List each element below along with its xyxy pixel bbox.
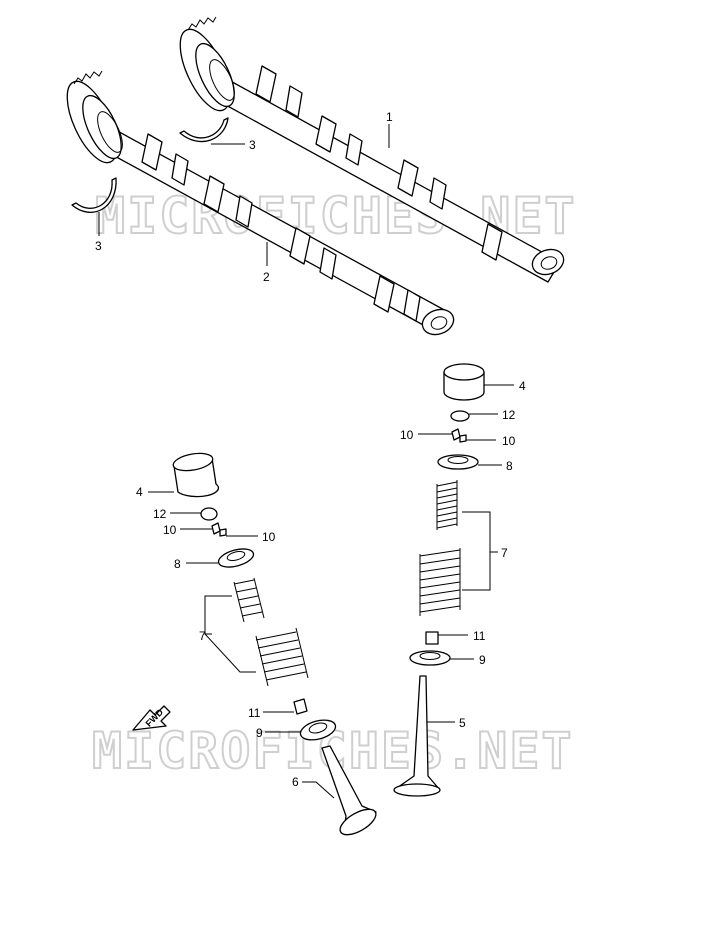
callout-labels: 1 2 3 3 4 12 10 10 8 7 11 9 5 4 12 10 10… bbox=[95, 110, 526, 789]
callout-11-right: 11 bbox=[473, 629, 486, 643]
callout-10-right-right: 10 bbox=[502, 434, 516, 448]
camshaft-1 bbox=[179, 16, 565, 283]
callout-10-right-left: 10 bbox=[400, 428, 414, 442]
callout-10-left-left: 10 bbox=[163, 523, 177, 537]
callout-3-upper: 3 bbox=[249, 138, 256, 152]
callout-4-right: 4 bbox=[519, 379, 526, 393]
retaining-ring-upper bbox=[179, 117, 229, 143]
callout-4-left: 4 bbox=[136, 485, 143, 499]
callout-2: 2 bbox=[263, 270, 270, 284]
callout-10-left-right: 10 bbox=[262, 530, 276, 544]
right-valve-assembly bbox=[393, 363, 485, 797]
callout-5: 5 bbox=[459, 716, 466, 730]
callout-12-right: 12 bbox=[502, 408, 516, 422]
callout-9-left: 9 bbox=[256, 726, 263, 740]
callout-7-left: 7 bbox=[199, 629, 206, 643]
leader-lines bbox=[98, 124, 514, 799]
callout-6: 6 bbox=[292, 775, 299, 789]
callout-8-right: 8 bbox=[506, 459, 513, 473]
callout-3-lower: 3 bbox=[95, 239, 102, 253]
retaining-ring-lower bbox=[71, 177, 117, 213]
left-valve-assembly bbox=[172, 452, 377, 836]
callout-12-left: 12 bbox=[153, 507, 167, 521]
callout-9-right: 9 bbox=[479, 653, 486, 667]
camshaft-2 bbox=[66, 70, 455, 336]
fwd-direction-arrow: FWD bbox=[132, 705, 171, 731]
callout-1: 1 bbox=[386, 110, 393, 124]
callout-11-left: 11 bbox=[248, 706, 261, 720]
callout-8-left: 8 bbox=[174, 557, 181, 571]
callout-7-right: 7 bbox=[501, 546, 508, 560]
